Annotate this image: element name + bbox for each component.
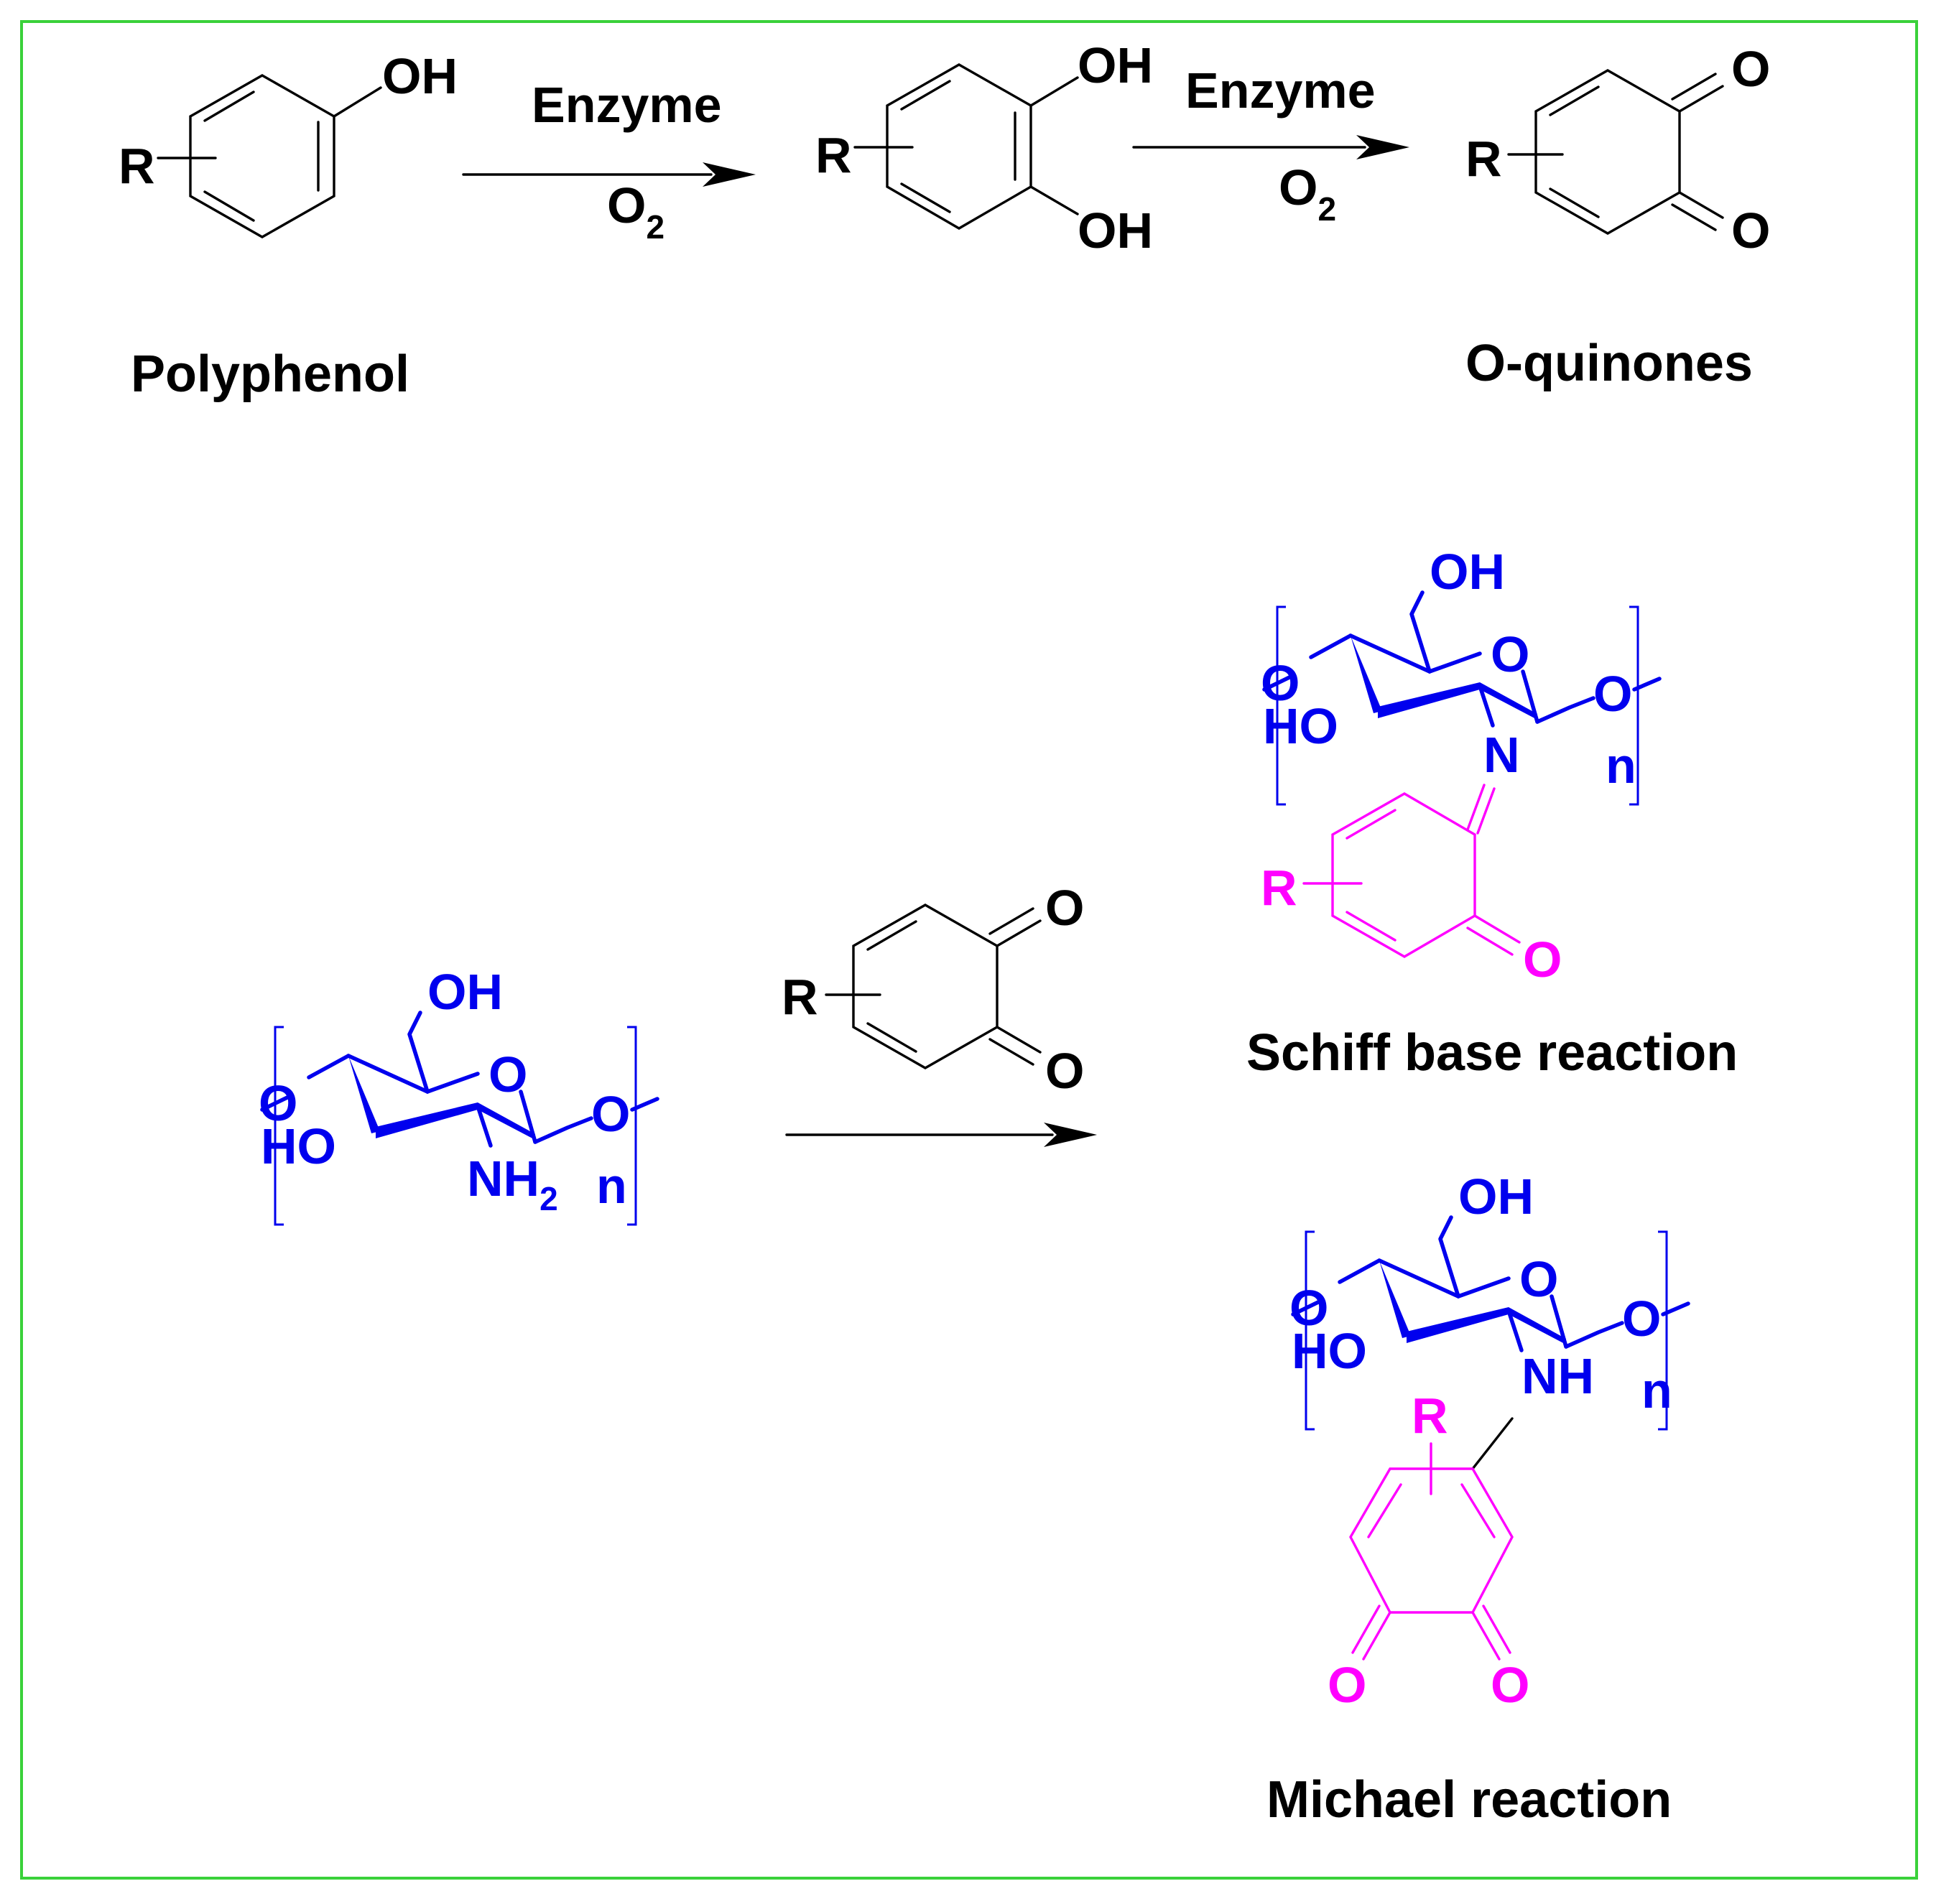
michael-right-o-label: O [1622, 1291, 1661, 1347]
step2-enzyme-label: Enzyme [1185, 62, 1376, 119]
quinone-o-bottom-label: O [1731, 203, 1770, 259]
reagent-quinone-structure: R O O [782, 880, 1084, 1099]
chitosan-nh2-label: NH2 [467, 1151, 558, 1217]
step1-oxygen-label: O2 [607, 177, 664, 246]
schiff-ring-o-label: O [1491, 626, 1529, 682]
michael-ring-o-label: O [1519, 1251, 1558, 1307]
polyphenol-structure: R OH [119, 48, 458, 238]
o-quinones-name: O-quinones [1465, 335, 1753, 392]
michael-n-repeat-label: n [1641, 1362, 1672, 1418]
michael-r-label: R [1412, 1388, 1448, 1444]
schiff-r-label: R [1261, 860, 1297, 916]
chitosan-structure: OH O O O HO NH2 n [259, 964, 657, 1225]
catechol-oh-bottom-label: OH [1078, 203, 1153, 259]
step1-enzyme-label: Enzyme [532, 77, 722, 133]
reagent-r-label: R [782, 969, 818, 1025]
michael-o-left-label: O [1328, 1657, 1366, 1713]
quinone-o-top-label: O [1731, 41, 1770, 97]
step2-oxygen-label: O2 [1279, 159, 1336, 228]
polyphenol-oh-label: OH [382, 48, 458, 104]
catechol-structure: R OH OH [815, 37, 1153, 259]
michael-o-right-label: O [1491, 1657, 1529, 1713]
schiff-quinone-o-label: O [1523, 932, 1562, 988]
schiff-oh-label: OH [1430, 544, 1505, 600]
chitosan-oh-label: OH [427, 964, 503, 1020]
michael-oh-label: OH [1458, 1169, 1534, 1225]
schiff-n-label: N [1483, 727, 1520, 783]
chitosan-left-o-label: O [259, 1075, 297, 1131]
polyphenol-r-label: R [119, 138, 155, 194]
michael-left-o-label: O [1289, 1280, 1328, 1336]
michael-reaction-label: Michael reaction [1266, 1771, 1672, 1829]
catechol-oh-top-label: OH [1078, 37, 1153, 93]
schiff-base-reaction-label: Schiff base reaction [1246, 1024, 1738, 1082]
reagent-o-bottom-label: O [1045, 1043, 1084, 1099]
chitosan-right-o-label: O [591, 1086, 630, 1142]
reaction-arrow-main [785, 1123, 1097, 1147]
michael-ho-label: HO [1292, 1323, 1367, 1379]
michael-nh-label: NH [1522, 1348, 1594, 1404]
chitosan-n-label: n [596, 1158, 627, 1214]
polyphenol-name: Polyphenol [131, 345, 409, 403]
figure-frame [20, 20, 1918, 1880]
schiff-n-repeat-label: n [1606, 738, 1636, 794]
schiff-right-o-label: O [1593, 666, 1632, 722]
reagent-o-top-label: O [1045, 880, 1084, 936]
schiff-base-product: OH O O O HO N n R O [1261, 544, 1659, 988]
catechol-r-label: R [815, 127, 852, 183]
o-quinone-structure: R O O [1465, 41, 1770, 259]
schiff-ho-label: HO [1263, 698, 1338, 754]
michael-product: OH O O O HO NH n R O O [1289, 1169, 1688, 1713]
chitosan-ring-o-label: O [488, 1046, 527, 1102]
quinone-r-label: R [1465, 131, 1502, 187]
reaction-arrow-step1 [462, 162, 756, 187]
chitosan-ho-label: HO [261, 1118, 336, 1174]
reaction-arrow-step2 [1132, 135, 1409, 159]
schiff-left-o-label: O [1261, 655, 1300, 711]
